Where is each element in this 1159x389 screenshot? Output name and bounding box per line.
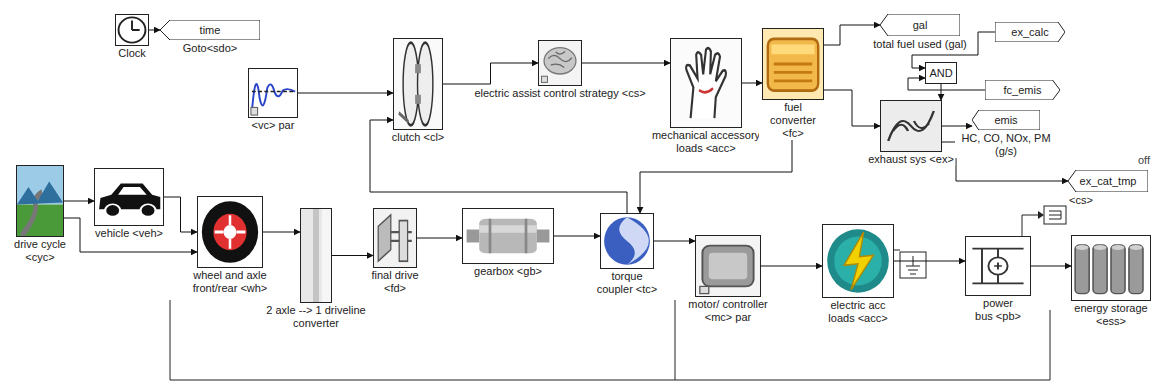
block-label: Goto<sdo> — [182, 42, 238, 55]
block-icon — [881, 101, 941, 151]
signal-line — [370, 120, 627, 213]
converter-block: 2 axle --> 1 driveline converter — [300, 208, 332, 303]
block-label: energy storage <ess> — [1070, 302, 1152, 328]
drive-cycle-block: drive cycle <cyc> — [16, 165, 64, 237]
block-label: electric acc loads <acc> — [822, 299, 894, 325]
block-icon — [696, 236, 760, 296]
block-icon — [374, 209, 416, 267]
signal-line — [1031, 266, 1071, 267]
clutch-block: clutch <cl> — [393, 38, 443, 130]
signal-line — [554, 236, 600, 237]
ground-block — [900, 252, 926, 278]
block-label: power bus <pb> — [972, 297, 1024, 323]
signal-line — [742, 83, 762, 84]
block-icon — [301, 209, 331, 302]
block-label: mechanical accessory loads <acc> — [646, 129, 766, 155]
tag-name: AND — [926, 67, 956, 80]
block-label: torque coupler <tc> — [591, 270, 663, 296]
power-bus-block: power bus <pb> — [965, 236, 1031, 296]
signal-line — [941, 84, 942, 100]
block-icon — [539, 41, 581, 85]
block-icon — [198, 197, 262, 267]
block-label: drive cycle <cyc> — [9, 238, 71, 264]
tag-name: emis — [972, 114, 1040, 127]
torque-coupler-block: torque coupler <tc> — [600, 213, 654, 269]
block-label: exhaust sys <ex> — [867, 153, 955, 166]
signal-line — [417, 238, 462, 239]
signal-line — [149, 30, 160, 31]
note-label: off — [1138, 154, 1150, 166]
block-icon — [671, 39, 741, 127]
block-label: clutch <cl> — [391, 131, 446, 144]
signal-line — [942, 126, 972, 127]
signal-line — [443, 63, 538, 84]
block-icon — [463, 209, 553, 263]
block-icon — [116, 15, 148, 45]
plot-block: <vc> par — [248, 68, 298, 118]
fuel-converter-block: fuel converter <fc> — [762, 28, 824, 100]
signal-line — [894, 261, 965, 262]
block-label: electric assist control strategy <cs> — [473, 87, 646, 100]
block-label: vehicle <veh> — [94, 227, 164, 240]
tag-name: ex_cat_tmp — [1068, 175, 1148, 188]
block-label: wheel and axle front/rear <wh> — [174, 269, 286, 295]
motor-block: motor/ controller <mc> par — [695, 235, 761, 297]
vehicle-block: vehicle <veh> — [94, 168, 164, 226]
block-icon — [966, 237, 1030, 295]
gearbox-block: gearbox <gb> — [462, 208, 554, 264]
clock-block: Clock — [115, 14, 149, 46]
tag-name: ex_calc — [995, 26, 1065, 39]
signal-line — [582, 63, 670, 64]
signal-line — [761, 266, 822, 267]
block-label: 2 axle --> 1 driveline converter — [265, 304, 367, 330]
terminator-block — [1044, 206, 1066, 224]
final-drive-block: final drive <fd> — [373, 208, 417, 268]
exhaust-block: exhaust sys <ex> — [880, 100, 942, 152]
block-label: gearbox <gb> — [473, 265, 543, 278]
wheel-block: wheel and axle front/rear <wh> — [197, 196, 263, 268]
goto-tag: emisHC, CO, NOx, PM (g/s) — [972, 110, 1040, 130]
goto-tag: timeGoto<sdo> — [160, 20, 260, 40]
block-label: motor/ controller <mc> par — [683, 298, 773, 324]
block-icon — [17, 166, 63, 236]
signal-line — [64, 201, 94, 202]
block-icon — [823, 225, 893, 297]
feedback-wire — [170, 300, 1050, 380]
signal-line — [263, 232, 300, 233]
block-label: HC, CO, NOx, PM (g/s) — [955, 132, 1057, 158]
block-label: fuel converter <fc> — [759, 101, 827, 140]
control-strategy-block: electric assist control strategy <cs> — [538, 40, 582, 86]
feedback-wire — [675, 300, 676, 380]
goto-tag: galtotal fuel used (gal) — [880, 14, 960, 36]
signal-line — [654, 241, 695, 242]
block-icon — [95, 169, 163, 225]
block-icon — [249, 69, 297, 117]
tag-name: time — [160, 24, 260, 37]
electric-load-block: electric acc loads <acc> — [822, 224, 894, 298]
block-label: <cs> — [1068, 194, 1094, 207]
block-icon — [1072, 236, 1150, 300]
block-icon — [601, 214, 653, 268]
accessory-load-block: mechanical accessory loads <acc> — [670, 38, 742, 128]
battery-block: energy storage <ess> — [1071, 235, 1151, 301]
block-label: final drive <fd> — [364, 269, 426, 295]
block-icon — [394, 39, 442, 129]
signal-line — [298, 93, 393, 94]
tag-name: gal — [880, 19, 960, 32]
signal-line — [164, 197, 197, 232]
signal-wire — [894, 250, 900, 251]
signal-line — [332, 255, 373, 256]
block-label: total fuel used (gal) — [872, 38, 968, 51]
logic-gate: AND — [925, 62, 957, 84]
goto-tag: ex_cat_tmp<cs> — [1068, 170, 1148, 192]
from-tag: ex_calc — [995, 22, 1065, 42]
block-icon — [763, 29, 823, 99]
block-label: Clock — [117, 47, 147, 60]
from-tag: fc_emis — [985, 80, 1060, 100]
block-label: <vc> par — [251, 119, 296, 132]
tag-name: fc_emis — [985, 84, 1060, 97]
signal-line — [824, 90, 880, 126]
